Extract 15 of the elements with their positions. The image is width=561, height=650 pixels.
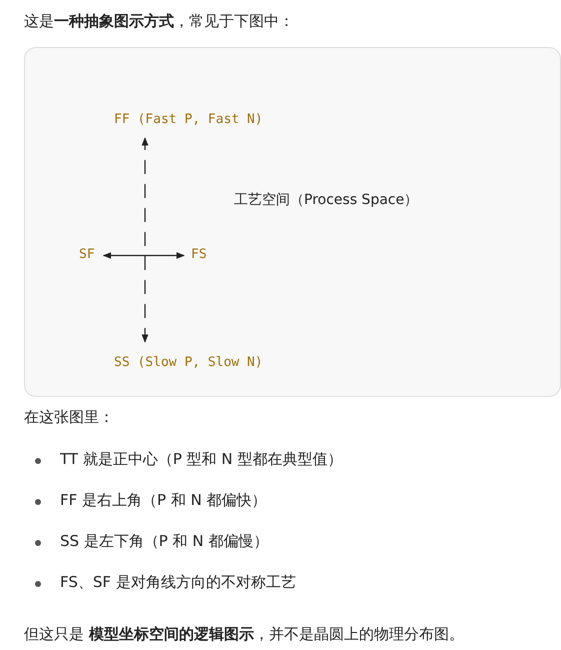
paragraph: 但这只是 模型坐标空间的逻辑图示，并不是晶圆上的物理分布图。 — [24, 625, 464, 644]
list-item: FF 是右上角（P 和 N 都偏快） — [60, 491, 267, 510]
list-item: TT 就是正中心（P 型和 N 型都在典型值） — [60, 450, 342, 469]
axis-label: FS — [191, 247, 207, 262]
heading-text: 这是一种抽象图示方式，常见于下图中： — [24, 12, 294, 31]
list-item: SS 是左下角（P 和 N 都偏慢） — [60, 532, 268, 551]
code-block-panel — [24, 47, 561, 397]
axis-label: SS (Slow P, Slow N) — [114, 355, 263, 370]
caption-text: 工艺空间（Process Space） — [234, 191, 418, 209]
list-item: FS、SF 是对角线方向的不对称工艺 — [60, 573, 296, 592]
axis-label: SF — [79, 247, 95, 262]
paragraph: 在这张图里： — [24, 408, 114, 427]
double-arrow — [102, 252, 185, 259]
axis-label: FF (Fast P, Fast N) — [114, 112, 263, 127]
double-arrow — [142, 137, 148, 343]
